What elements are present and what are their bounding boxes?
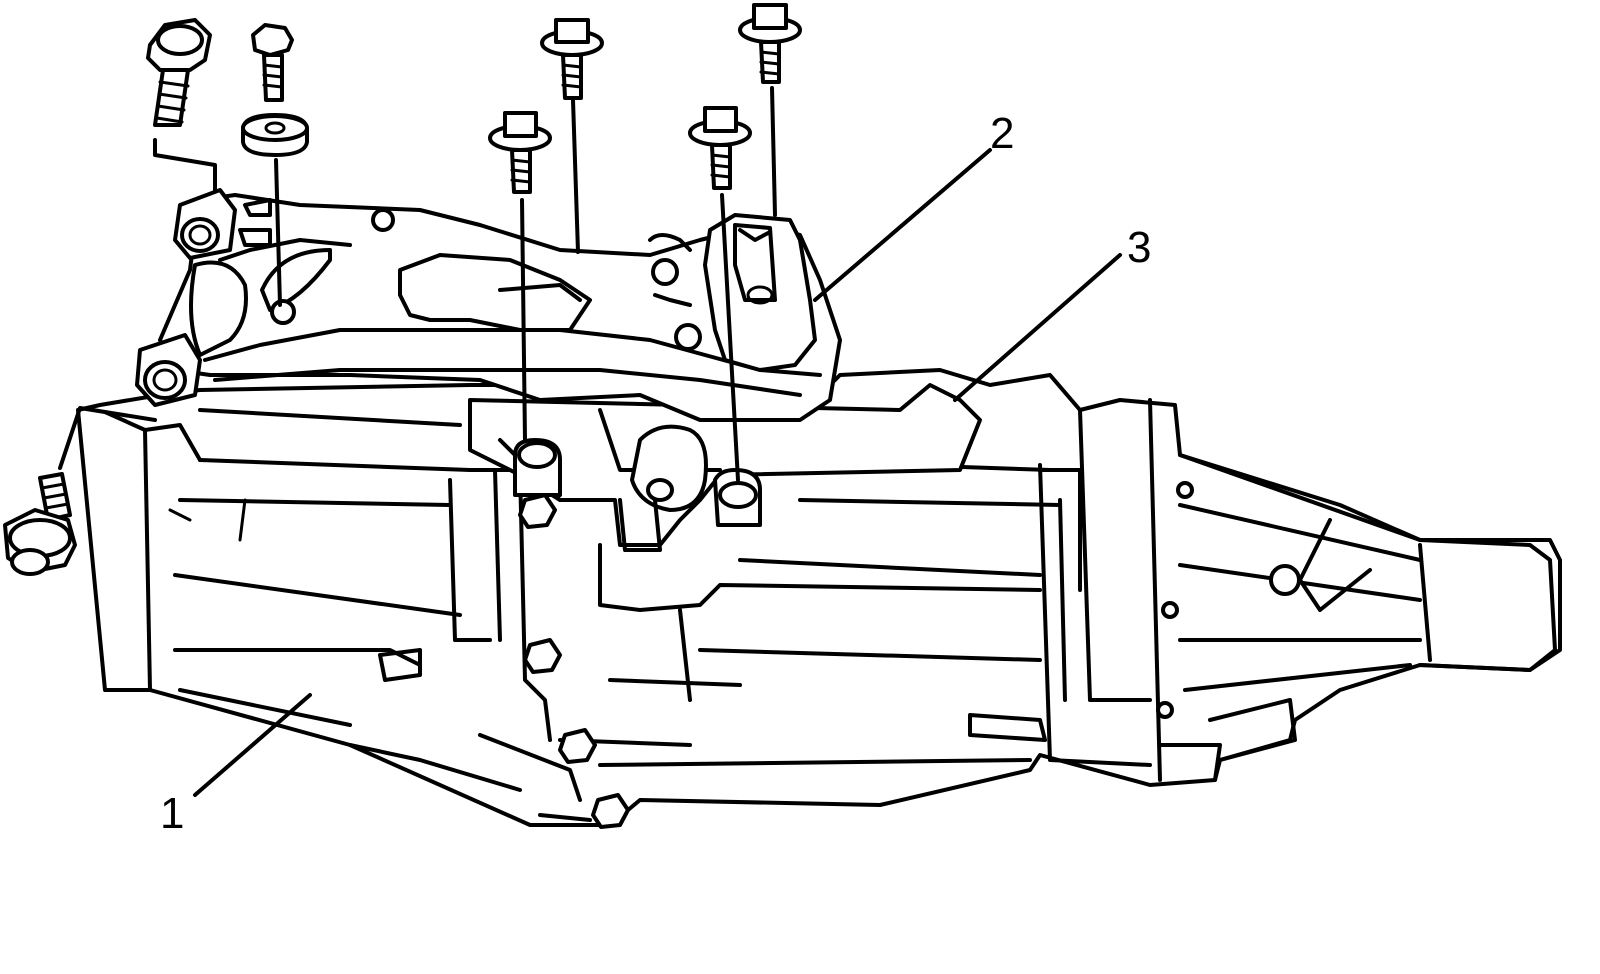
bolt-mid-left	[488, 111, 552, 442]
bolt-large-left	[3, 406, 157, 576]
mount-bracket	[468, 383, 982, 552]
bushing-upper	[173, 188, 237, 260]
case-bolt-2	[558, 728, 597, 764]
mount-arm	[135, 188, 842, 422]
callout-3-leader	[953, 253, 1122, 402]
washer	[241, 113, 309, 157]
bushing-lower	[135, 333, 202, 407]
callout-3: 3	[953, 223, 1151, 402]
bolt-mid-right	[688, 106, 752, 482]
callout-1-leader	[193, 693, 312, 797]
bolt-top-middle	[540, 18, 604, 254]
leader-washer	[274, 158, 282, 307]
callout-2-label: 2	[990, 109, 1014, 158]
transmission-case	[76, 368, 1562, 829]
case-bolt-4	[518, 493, 557, 529]
mount-housing	[703, 213, 817, 372]
case-bolt-1	[523, 638, 562, 674]
callout-2: 2	[813, 109, 1014, 302]
callout-1: 1	[160, 693, 312, 838]
bolt-top-right	[738, 3, 802, 217]
bolt-small-top	[251, 23, 294, 102]
callout-2-leader	[813, 148, 992, 302]
callout-1-label: 1	[160, 789, 184, 838]
callout-3-label: 3	[1127, 223, 1151, 272]
bolt-large-top-left	[146, 18, 217, 192]
case-bolt-3	[591, 793, 630, 829]
